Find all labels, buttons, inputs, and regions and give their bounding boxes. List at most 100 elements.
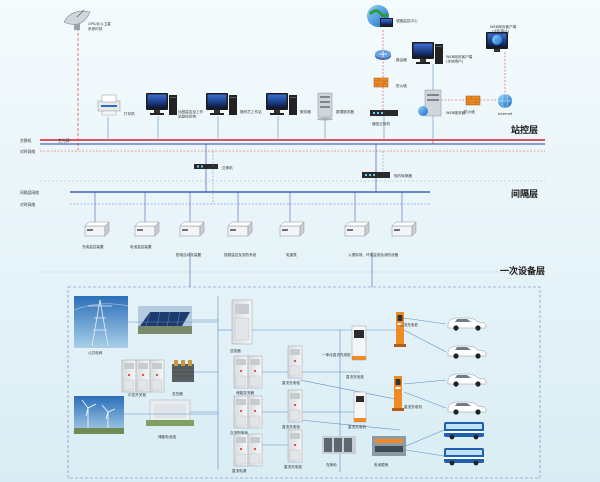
ac-pile-2-icon <box>392 376 404 411</box>
ac-dist-label: 交流配电柜 <box>230 430 248 435</box>
workstation-remote-icon <box>146 93 177 115</box>
ac-switchgear-icon <box>121 359 165 393</box>
ev-car-1-icon <box>447 317 487 332</box>
bay-device-meter <box>279 192 305 237</box>
ev-car-4-icon <box>447 401 487 416</box>
dc-charger-2-icon <box>353 391 367 423</box>
charger-cabinet-3 <box>287 429 303 463</box>
internet-globe-icon <box>498 93 512 109</box>
pv-panels-photo <box>138 306 192 334</box>
web-local-client-label: WEB网页客户端(本地用户) <box>446 54 473 64</box>
router-icon <box>375 50 391 60</box>
battery-rack-icon <box>372 436 406 456</box>
layer-label-bay: 间隔层 <box>511 188 538 200</box>
dc-charger-2-label: 直流充电机 <box>348 424 366 429</box>
server-label: 服务器 <box>300 109 311 114</box>
web-local-client-icon <box>412 42 443 64</box>
dc-sys-cabinet-icon <box>233 433 263 467</box>
charger-cabinet-2-label: 直流充电柜 <box>282 424 300 429</box>
firewall-label: 防火墙 <box>396 83 407 88</box>
bay-device-charge-monitor <box>84 192 110 237</box>
workstation-operator-label: 操作员工作站 <box>240 109 262 114</box>
bay-device-dist-auto <box>179 192 205 237</box>
ev-bus-1-icon <box>444 422 484 440</box>
ev-car-2-icon <box>447 345 487 360</box>
storage-label: 储能电池组 <box>158 434 176 439</box>
bay-device-label-4: 视频监控及安防系统 <box>224 252 257 257</box>
web-remote-client-icon <box>486 32 508 52</box>
main-dc-cabinet-icon <box>231 299 253 345</box>
charger-cabinet-2 <box>287 389 303 423</box>
layer-label-station: 站控层 <box>511 124 538 136</box>
firewall2-icon <box>465 95 481 106</box>
bay-switch-label: 交换机 <box>222 165 233 170</box>
pcs-label: 储能变流器 <box>236 390 254 395</box>
bay-device-video <box>227 192 253 237</box>
bay-device-label-2: 电池监控装置 <box>130 244 152 249</box>
charger-cabinet-3-label: 直流充电柜 <box>284 464 302 469</box>
transformer-label: 变压器 <box>172 391 183 396</box>
dc-sys-label: 直流电源 <box>232 468 247 473</box>
integrated-charger-icon <box>351 325 367 361</box>
web-server-label: WEB服务器 <box>446 110 465 115</box>
power-grid-photo <box>73 296 129 348</box>
bus-label-timing: 对时网络 <box>20 149 35 154</box>
remote-center-globe-icon <box>367 5 393 27</box>
bus-label-optical: 主光网 <box>58 138 70 143</box>
ac-pile-1-icon <box>394 312 406 347</box>
transformer-icon <box>172 360 194 382</box>
protocol-converter-icon <box>362 172 390 178</box>
pcs-cabinet-icon <box>233 355 263 389</box>
internet-label: Internet <box>498 112 513 116</box>
bus-label-switch: 交换机 <box>20 138 32 143</box>
data-server-icon <box>317 92 333 121</box>
dc-pile-2-label: 直流充电机 <box>404 404 422 409</box>
bay-device-label-6: 入侵探测、环境监测及消防设备 <box>348 252 399 257</box>
charger-cabinet-1-label: 直流充电柜 <box>282 380 300 385</box>
router-label: 路由器 <box>396 57 407 62</box>
firewall2-label: 防火墙 <box>464 109 475 114</box>
power-grid-label: 公共电网 <box>88 350 103 355</box>
bay-switch-icon <box>194 164 218 169</box>
firewall-icon <box>373 77 389 88</box>
gps-label: GPS/北斗卫星系统时钟 <box>88 21 111 31</box>
ev-car-3-icon <box>447 373 487 388</box>
gps-dish-icon <box>63 9 91 150</box>
ac-pile-label: 交流充电桩 <box>400 322 418 327</box>
battery-rack-label: 电池更换 <box>374 462 389 467</box>
workstation-operator-icon <box>206 93 237 115</box>
bay-device-battery-monitor <box>134 192 160 237</box>
dc-pile-label: 直流充电桩 <box>346 374 364 379</box>
remote-center-label: 调度监控中心 <box>396 18 418 23</box>
wind-turbine-photo <box>74 396 124 434</box>
data-server-label: 数据服务器 <box>336 109 354 114</box>
server-icon <box>266 93 297 115</box>
printer-icon <box>97 94 121 116</box>
layer-label-primary: 一次设备层 <box>500 265 545 277</box>
bay-device-label-1: 充电监控装置 <box>82 244 104 249</box>
integrated-charger-label: 一体化直流充电桩 <box>322 352 351 357</box>
comm-switch-label: 通信交换机 <box>372 121 390 126</box>
web-server-icon <box>418 89 442 117</box>
battery-swap-icon <box>322 436 356 454</box>
web-remote-client-label: WEB网页客户端(远程用户) <box>490 24 517 34</box>
printer-label: 打印机 <box>124 111 135 116</box>
bay-device-intrusion <box>344 192 417 237</box>
ac-switchgear-label: 中压开关柜 <box>128 392 146 397</box>
bay-device-label-5: 电度表 <box>286 252 297 257</box>
ev-bus-2-icon <box>444 448 484 466</box>
ac-dist-cabinet-icon <box>233 395 263 429</box>
charger-cabinet-1 <box>287 345 303 379</box>
bay-device-label-3: 配电自动化装置 <box>176 252 202 257</box>
bus-label-bay-net: 间隔层网络 <box>20 190 39 195</box>
workstation-remote-label: 远程监控及工作站监控系统 <box>178 109 204 119</box>
comm-switch-icon <box>370 110 398 116</box>
storage-container-photo <box>146 399 194 426</box>
battery-swap-label: 充换电 <box>326 462 337 467</box>
bus-label-bay-timing: 对时网络 <box>20 202 35 207</box>
inverter-label: 逆变器 <box>230 348 241 353</box>
protocol-converter-label: 规约转换器 <box>394 173 412 178</box>
primary-layer-frame <box>67 286 541 479</box>
